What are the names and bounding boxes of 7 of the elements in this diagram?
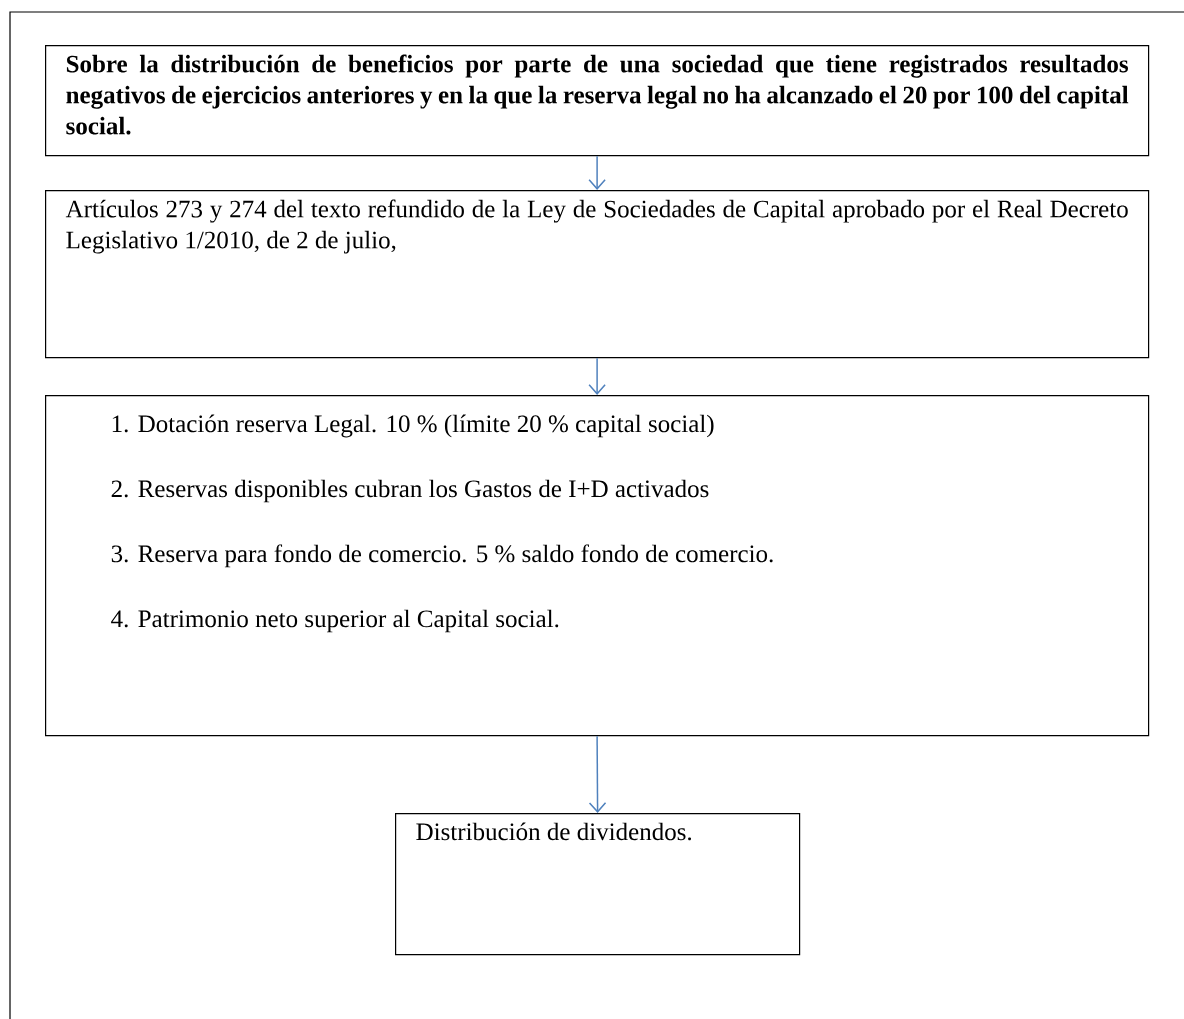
arrow — [588, 155, 606, 190]
text-box: Distribución de dividendos. — [395, 813, 801, 956]
text-box: Sobre la distribución de beneficios por parte de una sociedad que tiene registrados resultados negativos de ejercicios anteriores y en la que la reserva legal no ha alcanzado el 20 por 100 del capital social. — [45, 45, 1150, 157]
list-box: 1. Dotación reserva Legal. 10 % (límite 20 % capital social) 2. Reservas disponibles cubran los Gastos de I+D activados 3. Reserva para fondo de comercio. 5 % saldo fondo de comercio. 4. Patrimonio neto superior al Capital social. — [45, 395, 1150, 737]
arrow — [588, 735, 607, 813]
arrow — [588, 357, 606, 395]
text-box: Artículos 273 y 274 del texto refundido de la Ley de Sociedades de Capital aprobado por el Real Decreto Legislativo 1/2010, de 2 de julio, — [45, 190, 1150, 359]
